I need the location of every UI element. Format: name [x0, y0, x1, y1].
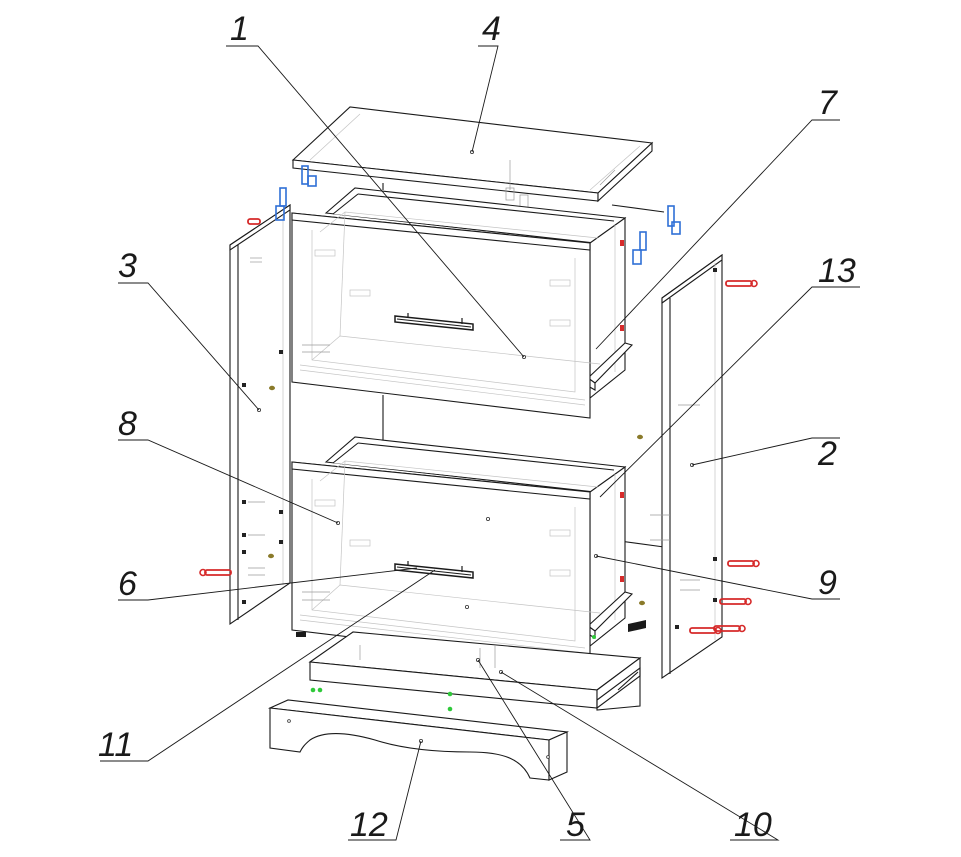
- dowel-icon: [447, 706, 453, 712]
- cam-lock-icon: [269, 385, 275, 391]
- plinth-panel: [267, 699, 570, 781]
- leader-lines: [100, 45, 860, 841]
- callout-5: 5: [566, 806, 585, 844]
- callout-labels: 1 2 3 4 5 6 7 8 9 10 11 12 13: [98, 10, 856, 844]
- upper-drawer: [291, 187, 634, 419]
- callout-2: 2: [817, 435, 837, 473]
- connector-icon: [247, 218, 261, 225]
- left-panel-holes: [242, 257, 283, 604]
- dowel-icon: [592, 635, 596, 639]
- hinge-hardware: [275, 165, 681, 265]
- hinge-icon: [671, 221, 681, 235]
- callout-13: 13: [818, 252, 856, 290]
- connector-icon: [725, 279, 758, 288]
- cam-lock-icon: [637, 434, 643, 440]
- lower-drawer: [291, 436, 646, 669]
- connector-icon: [199, 568, 232, 577]
- hinge-icon: [279, 187, 287, 207]
- callout-7: 7: [818, 84, 838, 122]
- upper-drawer-handle: [394, 313, 474, 331]
- dowel-icon: [310, 687, 316, 693]
- connector-icon: [719, 597, 752, 606]
- hinge-icon: [301, 165, 309, 185]
- callout-4: 4: [482, 10, 501, 48]
- hinge-icon: [667, 205, 675, 227]
- callout-8: 8: [118, 405, 137, 443]
- callout-1: 1: [230, 10, 249, 48]
- connector-hardware: [199, 218, 760, 635]
- connector-icon: [713, 624, 746, 633]
- dowel-icon: [317, 687, 323, 693]
- callout-10: 10: [734, 806, 772, 844]
- left-side-panel: [229, 203, 291, 626]
- cam-lock-icon: [639, 600, 645, 606]
- callout-11: 11: [98, 726, 133, 764]
- callout-6: 6: [118, 565, 137, 603]
- connector-icon: [727, 559, 760, 568]
- right-side-panel: [637, 253, 723, 680]
- callout-12: 12: [350, 806, 388, 844]
- right-panel-holes: [650, 268, 717, 629]
- callout-9: 9: [818, 564, 837, 602]
- callout-3: 3: [118, 247, 137, 285]
- hinge-icon: [275, 205, 285, 221]
- dowel-hardware: [310, 635, 596, 712]
- hinge-icon: [307, 175, 317, 187]
- cam-lock-icon: [268, 553, 274, 559]
- bottom-panel: [308, 631, 642, 711]
- hinge-icon: [639, 231, 647, 251]
- dowel-icon: [447, 691, 453, 697]
- hinge-icon: [632, 249, 642, 265]
